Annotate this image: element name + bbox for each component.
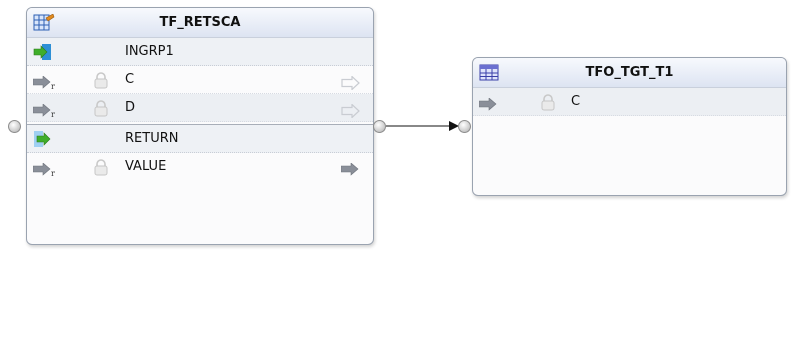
target-input-connector[interactable]	[458, 120, 471, 133]
return-group-row[interactable]: RETURN	[27, 125, 373, 153]
port-output-arrow-icon	[341, 73, 361, 100]
port-arrow-icon: r	[32, 101, 61, 128]
port-arrow-icon: r	[32, 160, 61, 187]
svg-text:r: r	[51, 82, 55, 90]
svg-text:r: r	[51, 110, 55, 118]
function-icon	[33, 13, 55, 43]
lock-icon	[540, 94, 556, 121]
input-group-label: INGRP1	[125, 44, 174, 59]
group-input-icon	[33, 43, 53, 71]
target-operator-header[interactable]: TFO_TGT_T1	[473, 58, 786, 88]
group-separator	[27, 124, 373, 125]
port-output-arrow-icon	[341, 101, 361, 128]
source-input-connector[interactable]	[8, 120, 21, 133]
svg-text:r: r	[51, 169, 55, 177]
source-operator[interactable]: TF_RETSCA INGRP1 r C r D	[26, 7, 374, 245]
target-operator[interactable]: TFO_TGT_T1 C	[472, 57, 787, 196]
port-arrow-icon: r	[32, 73, 61, 100]
port-label: VALUE	[125, 159, 167, 174]
port-row-d[interactable]: r D	[27, 94, 373, 122]
source-operator-title: TF_RETSCA	[159, 15, 241, 30]
source-operator-header[interactable]: TF_RETSCA	[27, 8, 373, 38]
lock-icon	[93, 100, 109, 127]
source-output-connector[interactable]	[373, 120, 386, 133]
table-icon	[479, 64, 501, 93]
port-label: C	[571, 94, 581, 109]
port-label: C	[125, 72, 135, 87]
port-output-arrow-icon	[340, 160, 361, 187]
target-port-row-c[interactable]: C	[473, 88, 786, 116]
port-arrow-icon	[478, 95, 499, 122]
group-return-icon	[33, 130, 53, 158]
port-row-c[interactable]: r C	[27, 66, 373, 94]
port-label: D	[125, 100, 136, 115]
lock-icon	[93, 159, 109, 186]
port-row-value[interactable]: r VALUE	[27, 153, 373, 180]
target-operator-title: TFO_TGT_T1	[585, 65, 674, 80]
input-group-row[interactable]: INGRP1	[27, 38, 373, 66]
return-group-label: RETURN	[125, 131, 179, 146]
